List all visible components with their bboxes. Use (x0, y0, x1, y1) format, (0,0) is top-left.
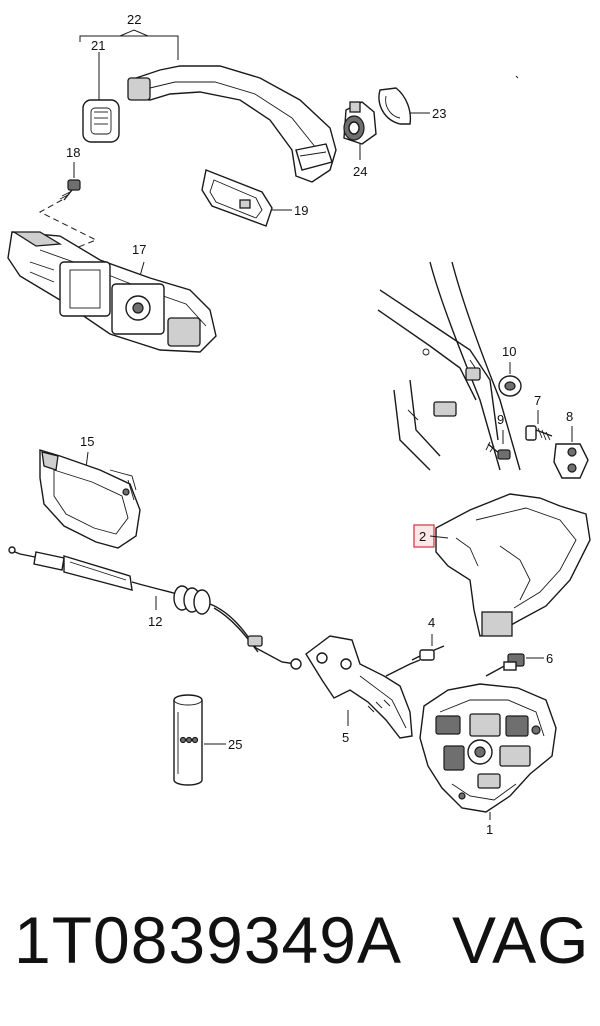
lock-cylinder-24 (343, 101, 377, 145)
screw-18 (59, 179, 81, 201)
callout-23: 23 (432, 106, 446, 121)
speck (515, 75, 519, 79)
callout-24: 24 (353, 164, 367, 179)
callout-19: 19 (294, 203, 308, 218)
switch-6 (485, 653, 525, 677)
striker-bolt-7 (525, 425, 553, 441)
callout-2: 2 (419, 529, 426, 544)
callout-5: 5 (342, 730, 349, 745)
lock-cover-2 (435, 493, 591, 637)
door-frame (377, 261, 521, 471)
callout-10: 10 (502, 344, 516, 359)
callout-7: 7 (534, 393, 541, 408)
brand-label: VAG (452, 903, 590, 977)
leader-2 (429, 535, 449, 539)
callout-12: 12 (148, 614, 162, 629)
gasket-21 (82, 99, 120, 143)
callout-21: 21 (91, 38, 105, 53)
leader-17 (139, 261, 145, 277)
door-lock-1 (419, 683, 557, 813)
callout-17: 17 (132, 242, 146, 257)
callout-22: 22 (127, 12, 141, 27)
pin-4 (411, 645, 445, 661)
callout-6: 6 (546, 651, 553, 666)
grommet-10 (498, 375, 522, 397)
handle-carrier-17 (7, 231, 217, 353)
release-cable-12 (8, 546, 302, 670)
bezel-19 (201, 169, 273, 227)
callout-15: 15 (80, 434, 94, 449)
assembly-dash-line (38, 199, 98, 253)
part-number-label: 1T0839349A (14, 903, 402, 977)
group-bracket-22 (79, 29, 179, 100)
door-handle-22 (127, 65, 337, 183)
interior-handle-15 (39, 449, 141, 549)
callout-1: 1 (486, 822, 493, 837)
grease-tube-25 (173, 694, 203, 786)
striker-plate-8 (553, 443, 589, 479)
gasket-23 (378, 87, 412, 125)
lock-bracket-5 (305, 635, 421, 739)
callout-25: 25 (228, 737, 242, 752)
callout-8: 8 (566, 409, 573, 424)
screw-9 (485, 441, 511, 460)
callout-18: 18 (66, 145, 80, 160)
callout-4: 4 (428, 615, 435, 630)
callout-9: 9 (497, 412, 504, 427)
